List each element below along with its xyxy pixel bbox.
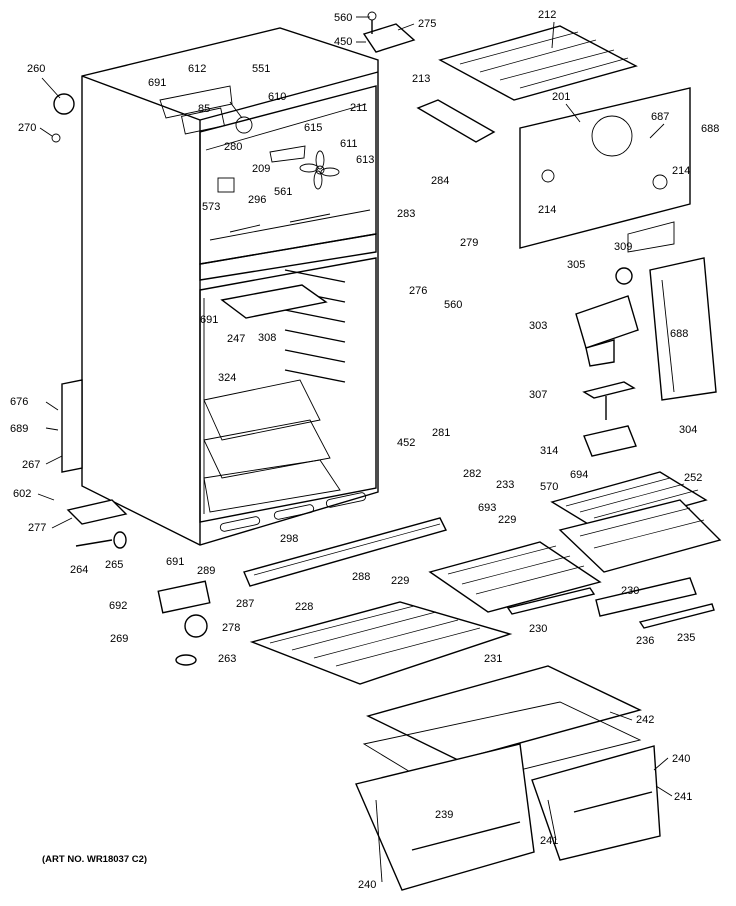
callout-label: 229: [391, 575, 409, 587]
callout-label: 296: [248, 194, 266, 206]
callout-label: 280: [224, 141, 242, 153]
callout-label: 452: [397, 437, 415, 449]
callout-label: 281: [432, 427, 450, 439]
callout-label: 212: [538, 9, 556, 21]
callout-label: 561: [274, 186, 292, 198]
callout-label: 214: [538, 204, 556, 216]
callout-label: 303: [529, 320, 547, 332]
callout-label: 276: [409, 285, 427, 297]
callout-label: 305: [567, 259, 585, 271]
callout-label: 265: [105, 559, 123, 571]
callout-label: 241: [540, 835, 558, 847]
callout-label: 314: [540, 445, 558, 457]
callout-label: 241: [674, 791, 692, 803]
callout-label: 247: [227, 333, 245, 345]
callout-label: 691: [148, 77, 166, 89]
callout-label: 267: [22, 459, 40, 471]
callout-label: 304: [679, 424, 697, 436]
callout-label: 689: [10, 423, 28, 435]
callout-label: 275: [418, 18, 436, 30]
callout-label: 288: [352, 571, 370, 583]
callout-label: 688: [670, 328, 688, 340]
callout-label: 85: [198, 103, 210, 115]
callout-label: 694: [570, 469, 588, 481]
callout-label: 324: [218, 372, 236, 384]
leader-lines: [37, 16, 673, 883]
callout-label: 213: [412, 73, 430, 85]
callout-label: 308: [258, 332, 276, 344]
callout-label: 692: [109, 600, 127, 612]
callout-label: 231: [484, 653, 502, 665]
callout-label: 233: [496, 479, 514, 491]
callout-label: 211: [350, 102, 368, 114]
cabinet-drawing: [61, 27, 379, 546]
callout-label: 252: [684, 472, 702, 484]
callout-label: 560: [334, 12, 352, 24]
callout-label: 691: [166, 556, 184, 568]
callout-label: 230: [621, 585, 639, 597]
callout-label: 214: [672, 165, 690, 177]
callout-label: 230: [529, 623, 547, 635]
callout-label: 239: [435, 809, 453, 821]
callout-label: 279: [460, 237, 478, 249]
callout-label: 269: [110, 633, 128, 645]
callout-label: 450: [334, 36, 352, 48]
callout-label: 307: [529, 389, 547, 401]
callout-label: 229: [498, 514, 516, 526]
callout-label: 611: [340, 138, 358, 150]
callout-label: 298: [280, 533, 298, 545]
callout-label: 284: [431, 175, 449, 187]
callout-label: 240: [358, 879, 376, 891]
callout-label: 612: [188, 63, 206, 75]
fan-icon: [299, 150, 340, 190]
callout-label: 236: [636, 635, 654, 647]
art-number: (ART NO. WR18037 C2): [42, 854, 147, 865]
callout-label: 560: [444, 299, 462, 311]
callout-label: 573: [202, 201, 220, 213]
callout-label: 615: [304, 122, 322, 134]
parts-drawing: [51, 11, 722, 891]
callout-label: 209: [252, 163, 270, 175]
callout-label: 270: [18, 122, 36, 134]
callout-label: 309: [614, 241, 632, 253]
callout-label: 602: [13, 488, 31, 500]
callout-label: 263: [218, 653, 236, 665]
callout-label: 277: [28, 522, 46, 534]
callout-label: 283: [397, 208, 415, 220]
callout-label: 235: [677, 632, 695, 644]
callout-label: 242: [636, 714, 654, 726]
callout-label: 289: [197, 565, 215, 577]
callout-label: 676: [10, 396, 28, 408]
callout-label: 240: [672, 753, 690, 765]
callout-label: 278: [222, 622, 240, 634]
callout-label: 260: [27, 63, 45, 75]
callout-label: 287: [236, 598, 254, 610]
callout-label: 282: [463, 468, 481, 480]
callout-label: 228: [295, 601, 313, 613]
callout-label: 570: [540, 481, 558, 493]
callout-label: 610: [268, 91, 286, 103]
callout-label: 551: [252, 63, 270, 75]
callout-label: 264: [70, 564, 88, 576]
callout-label: 688: [701, 123, 719, 135]
callout-label: 201: [552, 91, 570, 103]
callout-label: 687: [651, 111, 669, 123]
callout-label: 693: [478, 502, 496, 514]
callout-label: 613: [356, 154, 374, 166]
callout-labels: 560 275 450 212 260 612 551 691 610 213 …: [10, 9, 719, 891]
callout-label: 691: [200, 314, 218, 326]
